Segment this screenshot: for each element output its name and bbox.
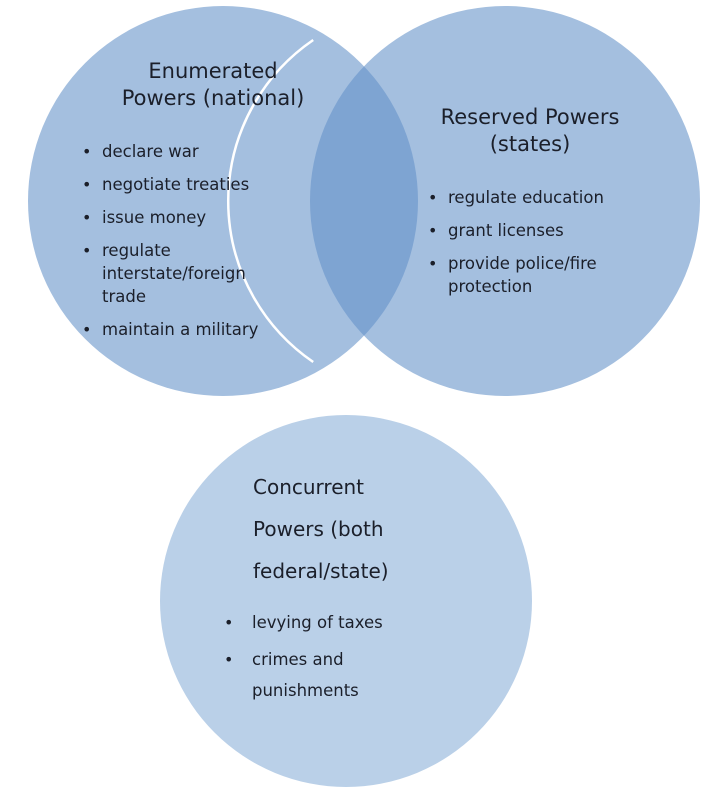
- list-item: levying of taxes: [222, 607, 462, 638]
- list-item: grant licenses: [426, 219, 636, 242]
- concurrent-powers-title: Concurrent Powers (both federal/state): [253, 466, 453, 592]
- list-item: maintain a military: [80, 318, 310, 341]
- concurrent-powers-list: levying of taxes crimes and punishments: [222, 607, 462, 706]
- list-item: regulate interstate/foreign trade: [80, 239, 287, 308]
- enumerated-title-line2: Powers (national): [121, 86, 305, 110]
- list-item: crimes and punishments: [222, 644, 402, 706]
- reserved-powers-title: Reserved Powers (states): [420, 104, 640, 158]
- concurrent-title-line3: federal/state): [253, 559, 389, 583]
- enumerated-powers-list: declare war negotiate treaties issue mon…: [80, 140, 310, 341]
- enumerated-title-line1: Enumerated: [148, 59, 278, 83]
- concurrent-title-line1: Concurrent: [253, 475, 365, 499]
- concurrent-title-line2: Powers (both: [253, 517, 384, 541]
- list-item: issue money: [80, 206, 310, 229]
- reserved-powers-list: regulate education grant licenses provid…: [426, 186, 636, 298]
- list-item: regulate education: [426, 186, 636, 209]
- reserved-title-line1: Reserved Powers: [440, 105, 620, 129]
- enumerated-powers-title: Enumerated Powers (national): [108, 58, 318, 112]
- list-item: provide police/fire protection: [426, 252, 623, 298]
- list-item: declare war: [80, 140, 310, 163]
- list-item: negotiate treaties: [80, 173, 310, 196]
- reserved-title-line2: (states): [489, 132, 571, 156]
